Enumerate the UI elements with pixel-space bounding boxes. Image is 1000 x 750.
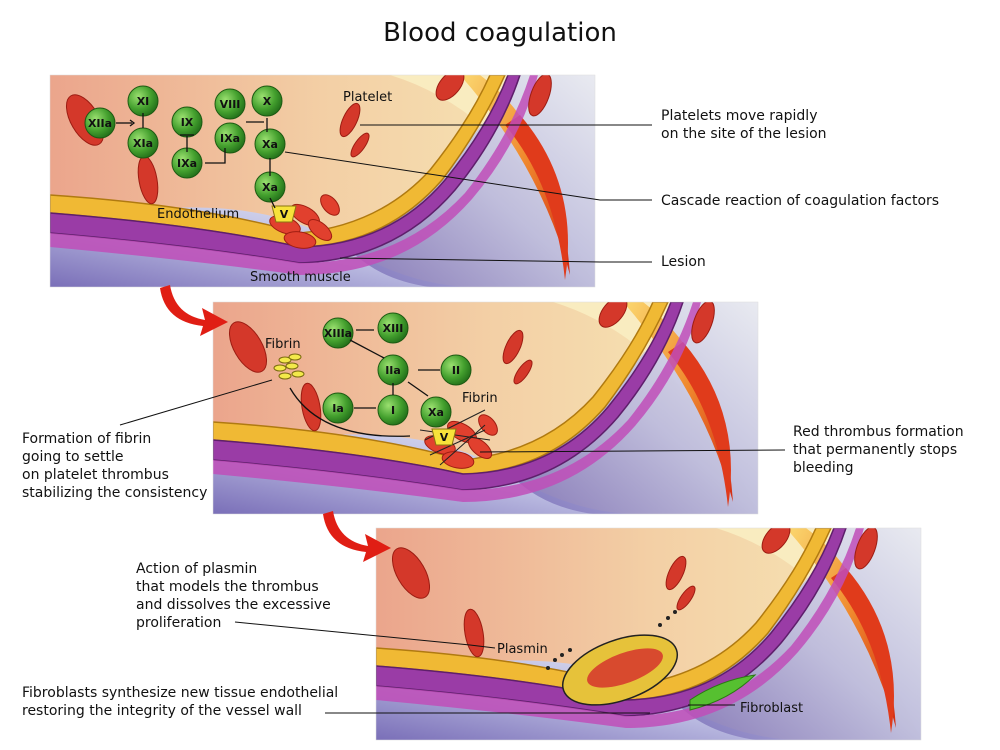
svg-text:XIIa: XIIa	[88, 117, 112, 130]
transition-arrow-1	[160, 285, 228, 336]
svg-text:XI: XI	[137, 95, 150, 108]
svg-text:IXa: IXa	[220, 132, 240, 145]
p1-factor-ix: IX	[171, 106, 203, 138]
svg-text:IX: IX	[181, 116, 194, 129]
p1-factor-xa: Xa	[254, 128, 286, 160]
cascade-arrows-2	[289, 329, 440, 437]
p1-factor-xi: XI	[127, 85, 159, 117]
svg-text:Xa: Xa	[428, 406, 444, 419]
label-fibroblast: Fibroblast	[740, 701, 803, 716]
remodeled-thrombus	[546, 610, 679, 706]
p1-factor-viii: VIII	[214, 88, 246, 120]
transition-arrow-2	[323, 511, 391, 562]
svg-text:V: V	[280, 208, 289, 221]
p1-factor-xa: Xa	[254, 171, 286, 203]
svg-text:X: X	[263, 95, 272, 108]
label-fibrin-left: Fibrin	[265, 337, 301, 352]
p1-factor-ixa: IXa	[214, 122, 246, 154]
p2-factor-i: I	[377, 394, 409, 426]
p2-factor-xa: Xa	[420, 396, 452, 428]
callout-fibroblasts: Fibroblasts synthesize new tissue endoth…	[22, 685, 339, 719]
label-plasmin: Plasmin	[497, 642, 548, 657]
p2-factor-iia: IIa	[377, 354, 409, 386]
factor-v-badge: V	[431, 428, 457, 446]
p2-factor-ia: Ia	[322, 392, 354, 424]
label-smooth-muscle: Smooth muscle	[250, 270, 351, 285]
page-title: Blood coagulation	[383, 18, 617, 48]
callout-cascade: Cascade reaction of coagulation factors	[661, 193, 940, 209]
svg-text:I: I	[391, 404, 395, 417]
svg-text:XIa: XIa	[133, 137, 153, 150]
svg-text:IIa: IIa	[385, 364, 401, 377]
svg-text:V: V	[440, 431, 449, 444]
p2-factor-xiii: XIII	[377, 312, 409, 344]
fibrin-bundle	[273, 353, 305, 380]
platelets-cluster	[269, 194, 340, 249]
svg-text:Xa: Xa	[262, 181, 278, 194]
p1-factor-xia: XIa	[127, 127, 159, 159]
callout-lesion: Lesion	[661, 254, 706, 270]
label-endothelium: Endothelium	[157, 207, 239, 222]
svg-text:Ia: Ia	[332, 402, 344, 415]
leader-lines	[119, 124, 786, 714]
svg-text:XIIIa: XIIIa	[324, 327, 352, 340]
p1-factor-ixa: IXa	[171, 147, 203, 179]
label-fibrin-right: Fibrin	[462, 391, 498, 406]
svg-text:XIII: XIII	[383, 322, 404, 335]
svg-text:IXa: IXa	[177, 157, 197, 170]
svg-text:Xa: Xa	[262, 138, 278, 151]
factor-v-badge: V	[271, 205, 297, 223]
svg-text:VIII: VIII	[220, 98, 241, 111]
cascade-arrows	[116, 113, 276, 209]
p2-factor-xiiia: XIIIa	[322, 317, 354, 349]
svg-text:II: II	[452, 364, 460, 377]
p1-factor-x: X	[251, 85, 283, 117]
p2-factor-ii: II	[440, 354, 472, 386]
panel-1	[50, 75, 595, 287]
panel-3	[376, 528, 921, 740]
label-platelet: Platelet	[343, 90, 392, 105]
p1-factor-xiia: XIIa	[84, 107, 116, 139]
